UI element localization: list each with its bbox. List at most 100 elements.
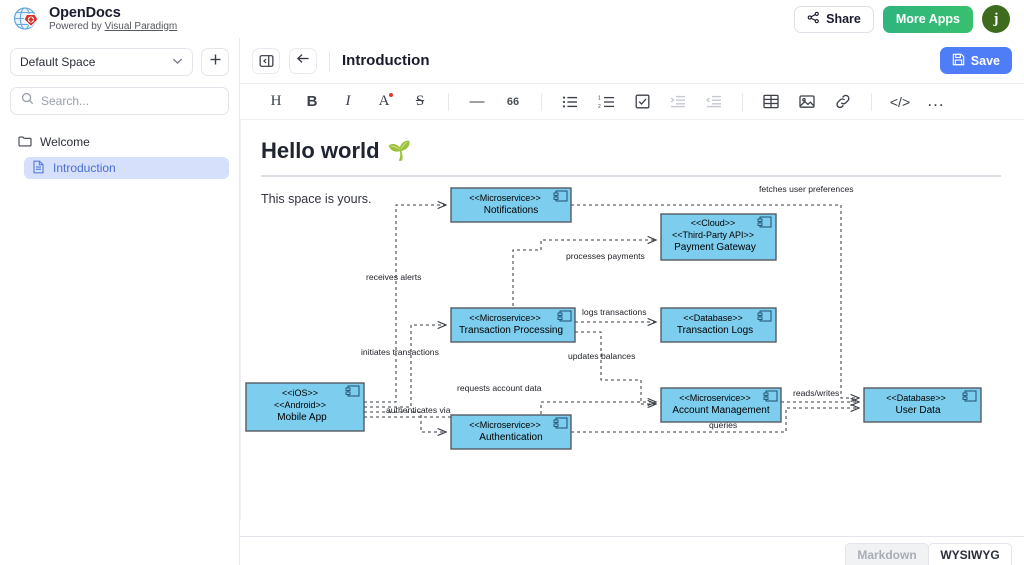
tab-markdown[interactable]: Markdown: [845, 543, 929, 565]
save-button[interactable]: Save: [940, 47, 1012, 74]
edge-label-queries: queries: [709, 420, 737, 430]
sidebar-toggle-icon[interactable]: [252, 48, 280, 74]
share-label: Share: [826, 12, 861, 26]
save-label: Save: [971, 54, 1000, 68]
toolbar-bold-button[interactable]: B: [294, 87, 330, 117]
document-body: Hello world 🌱 This space is yours.: [241, 120, 1010, 520]
brand-title: OpenDocs: [49, 6, 177, 21]
toolbar-label: I: [346, 93, 351, 110]
plus-icon: [209, 53, 222, 71]
diagram-node-authentication: <<Microservice>> Authentication: [451, 415, 571, 449]
node-stereotype: <<Database>>: [683, 313, 743, 323]
editor-toolbar: H B I A S — 66 1 2: [240, 83, 1024, 120]
more-apps-button[interactable]: More Apps: [883, 6, 973, 33]
toolbar-label: H: [271, 93, 282, 110]
heading-rule: [261, 175, 1001, 177]
toolbar-numbered-list-button[interactable]: 1 2: [588, 87, 624, 117]
search-icon: [21, 92, 34, 110]
toolbar-strikethrough-button[interactable]: S: [402, 87, 438, 117]
toolbar-link-button[interactable]: [825, 87, 861, 117]
sidebar-item-label: Welcome: [40, 135, 90, 149]
visual-paradigm-link[interactable]: Visual Paradigm: [105, 21, 178, 32]
document-header: Introduction Save: [240, 38, 1024, 83]
diagram-node-notifications: <<Microservice>> Notifications: [451, 188, 571, 222]
powered-by-text: Powered by: [49, 21, 105, 32]
seedling-emoji-icon: 🌱: [388, 139, 412, 163]
svg-text:1: 1: [598, 95, 601, 101]
toolbar-separator: [541, 93, 542, 111]
editor-mode-bar: Markdown WYSIWYG: [240, 536, 1024, 565]
toolbar-separator: [448, 93, 449, 111]
back-button[interactable]: [289, 48, 317, 74]
node-name: Payment Gateway: [674, 242, 756, 253]
edge-label-updates-balances: updates balances: [568, 351, 635, 361]
toolbar-label: ...: [927, 98, 944, 105]
search-placeholder: Search...: [41, 94, 89, 108]
toolbar-bullet-list-button[interactable]: [552, 87, 588, 117]
edge-label-requests-account-data: requests account data: [457, 383, 542, 393]
sidebar-item-introduction[interactable]: Introduction: [24, 157, 229, 179]
toolbar-italic-button[interactable]: I: [330, 87, 366, 117]
toolbar-task-list-button[interactable]: [624, 87, 660, 117]
chevron-down-icon: [172, 57, 183, 68]
sidebar-item-label: Introduction: [53, 161, 116, 175]
edge-label-fetches-user-preferences: fetches user preferences: [759, 184, 854, 194]
edge-label-processes-payments: processes payments: [566, 251, 645, 261]
toolbar-more-options-button[interactable]: ...: [918, 87, 954, 117]
main-panel: Introduction Save H B I A S —: [240, 38, 1024, 565]
node-stereotype: <<Microservice>>: [469, 193, 541, 203]
toolbar-indent-button[interactable]: [660, 87, 696, 117]
arrow-left-icon: [296, 52, 311, 70]
file-doc-icon: [32, 160, 45, 177]
toolbar-text-color-button[interactable]: A: [366, 87, 402, 117]
share-button[interactable]: Share: [794, 6, 874, 33]
top-bar-actions: Share More Apps j: [794, 5, 1012, 33]
floppy-disk-icon: [952, 53, 965, 69]
tab-wysiwyg[interactable]: WYSIWYG: [928, 543, 1012, 565]
toolbar-label: A: [379, 93, 390, 110]
toolbar-outdent-button[interactable]: [696, 87, 732, 117]
avatar[interactable]: j: [982, 5, 1010, 33]
header-divider: [329, 51, 330, 71]
search-input[interactable]: Search...: [10, 87, 229, 115]
space-selector-value: Default Space: [20, 55, 95, 69]
space-selector[interactable]: Default Space: [10, 48, 193, 76]
node-name: Notifications: [484, 205, 538, 216]
diagram-node-account-management: <<Microservice>> Account Management: [661, 388, 781, 422]
edge-label-receives-alerts: receives alerts: [366, 272, 421, 282]
toolbar-blockquote-button[interactable]: 66: [495, 87, 531, 117]
node-stereotype: <<Third-Party API>>: [672, 230, 754, 240]
edge-label-initiates-transactions: initiates transactions: [361, 347, 439, 357]
toolbar-heading-button[interactable]: H: [258, 87, 294, 117]
edge-label-authenticates-via: authenticates via: [386, 405, 451, 415]
brand[interactable]: OpenDocs Powered by Visual Paradigm: [12, 5, 177, 33]
node-stereotype: <<Microservice>>: [469, 313, 541, 323]
document-heading: Hello world 🌱: [261, 138, 1010, 164]
document-canvas[interactable]: Hello world 🌱 This space is yours.: [240, 120, 1010, 520]
color-dot-icon: [389, 93, 393, 97]
node-stereotype: <<Database>>: [886, 393, 946, 403]
toolbar-image-button[interactable]: [789, 87, 825, 117]
toolbar-horizontal-rule-button[interactable]: —: [459, 87, 495, 117]
diagram-node-transaction-processing: <<Microservice>> Transaction Processing: [451, 308, 575, 342]
node-name: Mobile App: [277, 412, 327, 423]
diagram-node-payment-gateway: <<Cloud>> <<Third-Party API>> Payment Ga…: [661, 214, 776, 260]
toolbar-label: S: [416, 93, 424, 110]
svg-text:2: 2: [598, 104, 601, 109]
brand-subtitle: Powered by Visual Paradigm: [49, 22, 177, 33]
node-name: User Data: [895, 405, 940, 416]
diagram-node-mobile-app: <<iOS>> <<Android>> Mobile App: [246, 383, 364, 431]
document-heading-text: Hello world: [261, 138, 380, 164]
add-space-button[interactable]: [201, 48, 229, 76]
edge-label-logs-transactions: logs transactions: [582, 307, 647, 317]
sidebar-item-welcome[interactable]: Welcome: [10, 131, 229, 153]
toolbar-label: B: [307, 93, 318, 110]
page-tree: Welcome Introduction: [10, 131, 229, 179]
node-stereotype: <<Microservice>>: [469, 420, 541, 430]
toolbar-code-block-button[interactable]: </>: [882, 87, 918, 117]
toolbar-label: —: [470, 93, 485, 110]
uml-component-diagram[interactable]: <<Microservice>> Notifications <<Cloud>>…: [241, 180, 1010, 480]
toolbar-table-button[interactable]: [753, 87, 789, 117]
toolbar-separator: [871, 93, 872, 111]
